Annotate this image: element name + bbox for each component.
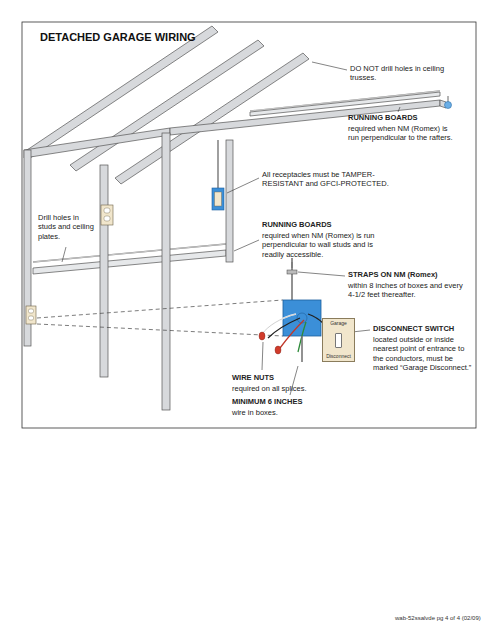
leader-line <box>227 178 259 193</box>
wire <box>301 336 303 362</box>
switch-toggle <box>335 333 342 348</box>
callout-text: DO NOT drill holes in ceiling trusses. <box>350 64 462 83</box>
strap <box>287 270 297 274</box>
callout-text: required when NM (Romex) is run perpendi… <box>262 231 397 259</box>
receptacle <box>26 205 113 324</box>
wire <box>262 314 296 334</box>
switch-label: Disconnect <box>326 354 351 360</box>
callout-heading: WIRE NUTS <box>232 373 274 382</box>
receptacle-box <box>215 192 222 206</box>
receptacle-box <box>212 188 224 210</box>
leader-line <box>298 272 345 276</box>
callout-text: required when NM (Romex) is run perpendi… <box>348 124 460 143</box>
callout-text: Drill holes in studs and ceiling plates. <box>38 213 96 241</box>
strap <box>291 258 293 300</box>
cable <box>29 91 440 306</box>
leader-line <box>312 62 347 70</box>
wire-nut <box>259 332 281 354</box>
outlet-face <box>29 208 111 320</box>
cable <box>217 140 218 188</box>
receptacle-box <box>212 188 224 210</box>
callout-heading: STRAPS ON NM (Romex) <box>348 270 438 279</box>
outlet-face <box>104 216 110 221</box>
stud <box>226 140 233 262</box>
switch-plate: GarageDisconnect <box>322 318 355 362</box>
receptacle <box>101 205 113 225</box>
leader-line <box>62 62 400 395</box>
light-fixture <box>448 96 449 102</box>
stud <box>162 133 170 410</box>
callout-dashed-line <box>37 300 283 318</box>
stud <box>24 133 233 410</box>
light-fixture <box>445 102 452 109</box>
switch-label: Garage <box>330 321 347 327</box>
callout-text: within 8 inches of boxes and every 4-1/2… <box>348 281 470 300</box>
callout-dashed-line <box>37 300 283 336</box>
cable-core <box>33 244 226 262</box>
cable-core <box>33 91 440 262</box>
outlet-face <box>29 316 34 320</box>
callout-heading: MINIMUM 6 INCHES <box>232 397 302 406</box>
leader-line <box>234 240 259 251</box>
outlet-face <box>104 208 110 213</box>
frame-border <box>22 22 476 428</box>
outlet-face <box>29 309 34 313</box>
running-board <box>250 92 440 116</box>
callout-heading: RUNNING BOARDS <box>348 113 418 122</box>
callout-heading: RUNNING BOARDS <box>262 220 332 229</box>
callout-dashed-line <box>37 324 283 336</box>
stud <box>100 165 108 377</box>
ceiling-joist <box>24 128 170 158</box>
callout-heading: DISCONNECT SWITCH <box>373 324 454 333</box>
light-fixture <box>445 96 452 109</box>
running-board <box>33 92 440 274</box>
leader-line <box>62 247 66 262</box>
cable-core <box>250 91 440 111</box>
wire <box>262 314 296 334</box>
callout-text: All receptacles must be TAMPER-RESISTANT… <box>262 170 390 189</box>
wire <box>262 314 324 362</box>
cable <box>250 91 440 111</box>
footer-code: wab-52ssalvde pg 4 of 4 (02/09) <box>395 615 481 623</box>
leader-line <box>398 107 400 112</box>
wire-nut <box>275 346 281 354</box>
wire-nut <box>259 332 265 340</box>
wire <box>268 318 300 338</box>
diagram-title: DETACHED GARAGE WIRING <box>40 31 196 45</box>
callout-text: located outside or inside nearest point … <box>373 335 473 373</box>
receptacle <box>26 306 36 324</box>
cable <box>33 244 226 262</box>
strap <box>287 258 297 300</box>
callout-text: required on all splices. <box>232 384 342 393</box>
callout-text: wire in boxes. <box>232 408 342 417</box>
strap <box>292 262 293 268</box>
leader-line <box>262 342 263 370</box>
